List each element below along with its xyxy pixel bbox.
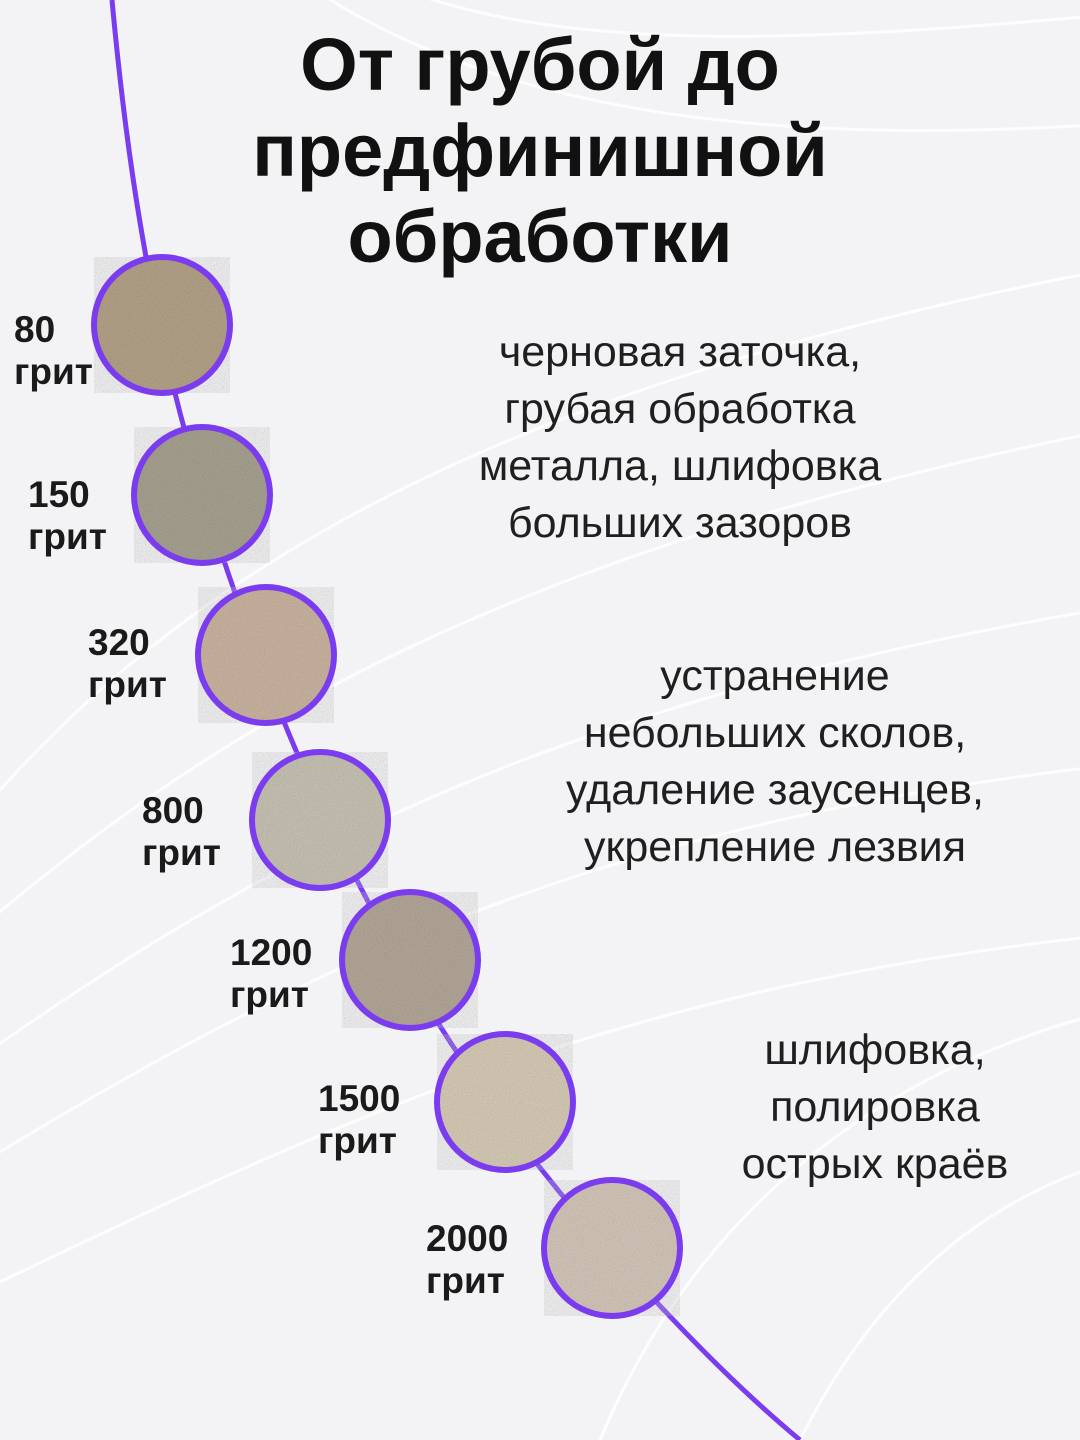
description-line: устранение	[660, 652, 890, 700]
grit-swatch-80	[91, 254, 233, 396]
grit-swatch-150	[131, 424, 273, 566]
description-medium: устранение небольших сколов, удаление за…	[500, 648, 1050, 876]
grit-value: 320	[88, 622, 150, 663]
description-line: черновая заточка,	[498, 328, 862, 376]
grit-value: 2000	[426, 1218, 509, 1259]
grit-label-800: 800 грит	[142, 790, 221, 874]
description-coarse: черновая заточка, грубая обработка метал…	[400, 324, 960, 552]
grit-swatch-1500	[434, 1031, 576, 1173]
grit-label-320: 320 грит	[88, 622, 167, 706]
grit-label-2000: 2000 грит	[426, 1218, 508, 1302]
description-line: острых краёв	[741, 1140, 1009, 1188]
grit-unit: грит	[14, 351, 93, 392]
grit-unit: грит	[142, 832, 221, 873]
description-fine: шлифовка, полировка острых краёв	[690, 1022, 1060, 1193]
grit-swatch-2000	[541, 1177, 683, 1319]
grit-label-80: 80 грит	[14, 309, 93, 393]
grit-value: 1200	[230, 932, 313, 973]
description-line: шлифовка,	[764, 1026, 986, 1074]
grit-value: 800	[142, 790, 204, 831]
grit-label-1200: 1200 грит	[230, 932, 312, 1016]
title-line: предфинишной	[252, 109, 828, 192]
description-line: больших зазоров	[507, 499, 853, 547]
grit-label-150: 150 грит	[28, 474, 107, 558]
grit-unit: грит	[426, 1260, 505, 1301]
grit-unit: грит	[88, 664, 167, 705]
grit-value: 80	[14, 309, 56, 350]
grit-unit: грит	[318, 1120, 397, 1161]
description-line: грубая обработка	[504, 385, 856, 433]
description-line: полировка	[770, 1083, 980, 1131]
page-title: От грубой до предфинишной обработки	[140, 22, 940, 280]
description-line: удаление заусенцев,	[566, 766, 984, 814]
title-line: обработки	[347, 195, 733, 278]
grit-value: 1500	[318, 1078, 401, 1119]
description-line: укрепление лезвия	[584, 823, 966, 871]
grit-label-1500: 1500 грит	[318, 1078, 400, 1162]
grit-unit: грит	[230, 974, 309, 1015]
grit-swatch-1200	[339, 889, 481, 1031]
grit-unit: грит	[28, 516, 107, 557]
title-line: От грубой до	[300, 23, 780, 106]
description-line: металла, шлифовка	[478, 442, 882, 490]
grit-swatch-800	[249, 749, 391, 891]
description-line: небольших сколов,	[583, 709, 967, 757]
grit-value: 150	[28, 474, 90, 515]
grit-swatch-320	[195, 584, 337, 726]
